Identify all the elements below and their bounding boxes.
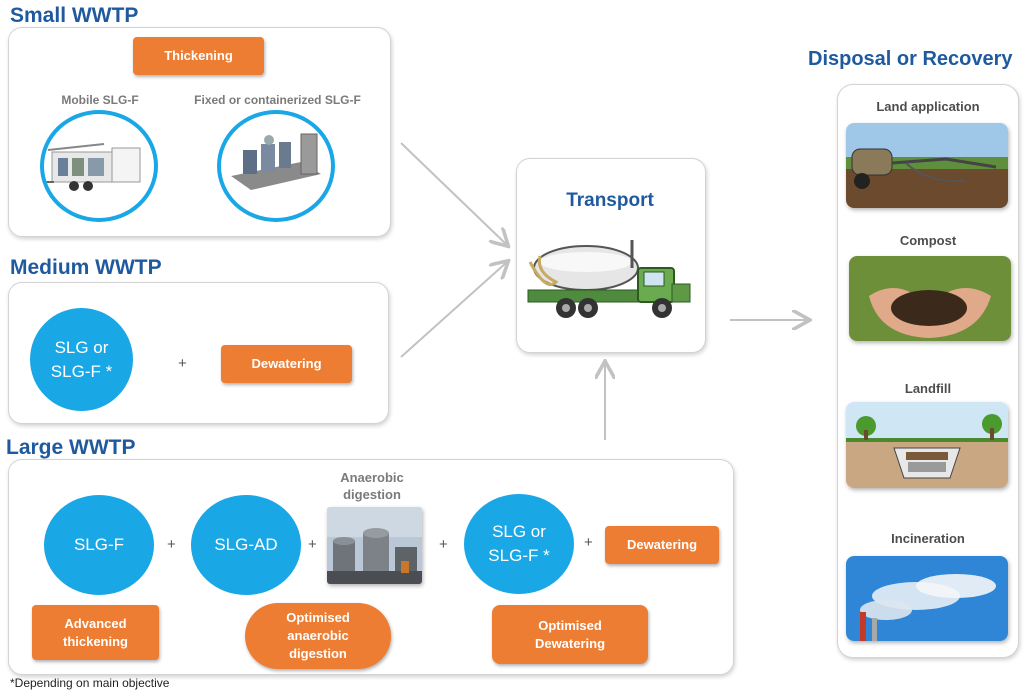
optimised-ad-line2: anaerobic xyxy=(287,628,349,643)
land-application-image xyxy=(846,123,1008,208)
large-slg-circle: SLG or SLG-F * xyxy=(464,494,574,594)
large-circle-line1: SLG or xyxy=(492,522,546,541)
medium-dewatering-box: Dewatering xyxy=(221,345,352,383)
small-wwtp-heading: Small WWTP xyxy=(10,4,139,27)
mobile-unit-image xyxy=(40,110,158,222)
compost-image xyxy=(849,256,1011,341)
arrow-small-to-transport xyxy=(400,142,507,245)
disposal-item-landfill: Landfill xyxy=(904,381,952,396)
large-dewatering-box: Dewatering xyxy=(605,526,719,564)
medium-circle-line2: SLG-F * xyxy=(50,361,113,381)
large-plus-1: + xyxy=(167,536,176,553)
optimised-ad-box: Optimised anaerobic digestion xyxy=(245,603,391,669)
medium-plus: + xyxy=(178,355,187,372)
optimised-dew-line2: Dewatering xyxy=(534,635,606,651)
disposal-item-incineration: Incineration xyxy=(891,531,965,546)
arrow-medium-to-transport xyxy=(400,262,507,358)
slgf-circle: SLG-F xyxy=(44,495,154,595)
disposal-item-land-application: Land application xyxy=(876,99,980,114)
mobile-slgf-label: Mobile SLG-F xyxy=(61,93,139,107)
optimised-ad-line3: digestion xyxy=(289,646,347,661)
large-wwtp-heading: Large WWTP xyxy=(6,436,136,459)
slgad-circle: SLG-AD xyxy=(191,495,301,595)
advanced-line2: thickening xyxy=(62,633,128,649)
large-plus-4: + xyxy=(584,534,593,551)
footnote: *Depending on main objective xyxy=(10,676,170,690)
anaerobic-digestion-label: Anaerobic digestion xyxy=(322,469,422,503)
large-plus-2: + xyxy=(308,536,317,553)
anaerobic-digestion-image xyxy=(327,507,422,584)
fixed-unit-image xyxy=(217,110,335,222)
large-plus-3: + xyxy=(439,536,448,553)
transport-label: Transport xyxy=(566,190,654,211)
medium-slg-circle: SLG or SLG-F * xyxy=(30,308,133,411)
medium-wwtp-heading: Medium WWTP xyxy=(10,256,162,279)
disposal-heading: Disposal or Recovery xyxy=(808,48,1013,70)
thickening-box: Thickening xyxy=(133,37,264,75)
advanced-line1: Advanced xyxy=(64,615,127,631)
advanced-thickening-box: Advanced thickening xyxy=(32,605,159,660)
fixed-slgf-label: Fixed or containerized SLG-F xyxy=(194,93,361,107)
truck-image xyxy=(526,232,696,326)
incineration-image xyxy=(846,556,1008,641)
optimised-dew-line1: Optimised xyxy=(538,617,602,633)
landfill-image xyxy=(846,402,1008,488)
ad-label-line2: digestion xyxy=(343,487,401,502)
large-circle-line2: SLG-F * xyxy=(488,546,550,565)
ad-label-line1: Anaerobic xyxy=(340,470,404,485)
disposal-item-compost: Compost xyxy=(899,233,957,248)
medium-circle-line1: SLG or xyxy=(54,337,109,357)
optimised-ad-line1: Optimised xyxy=(286,610,350,625)
